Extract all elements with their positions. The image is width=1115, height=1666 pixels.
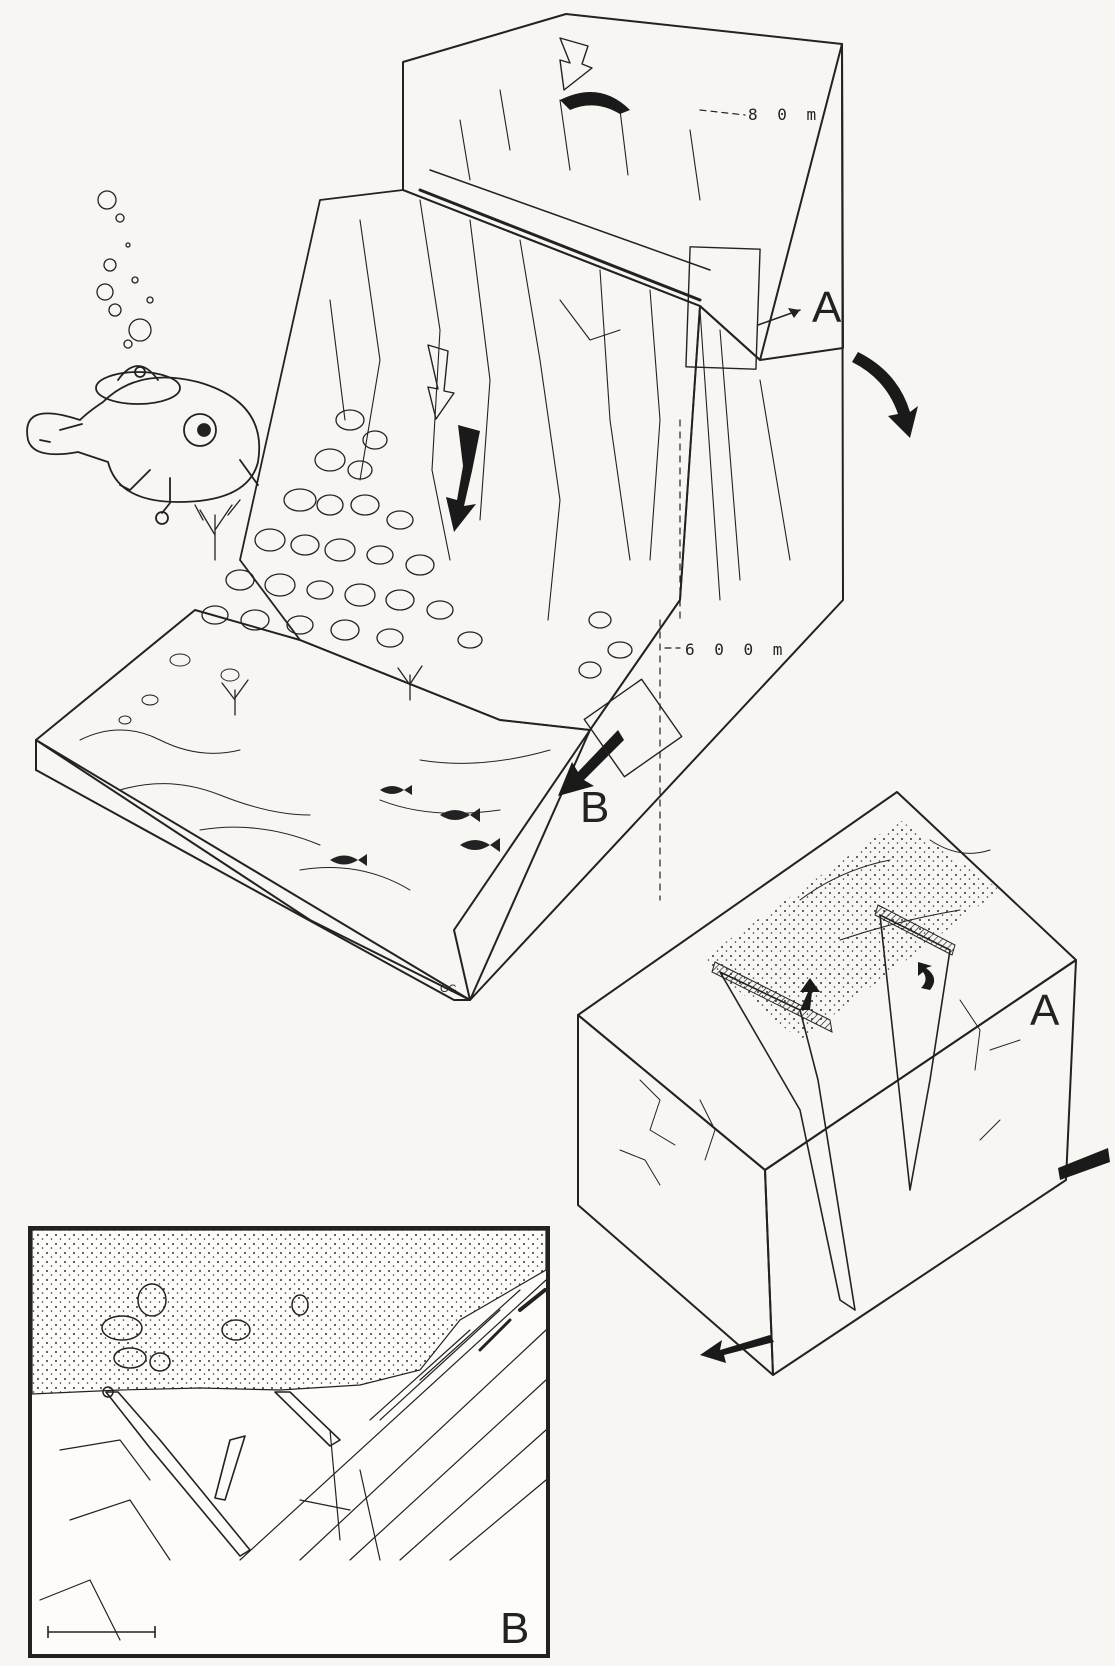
artist-initials: GC bbox=[440, 983, 457, 995]
bubbles-icon bbox=[97, 191, 153, 348]
submersible-icon bbox=[27, 366, 259, 524]
fish-icon bbox=[330, 785, 500, 866]
inset-b-label: B bbox=[500, 1604, 529, 1653]
curved-arrow-icon bbox=[852, 352, 918, 438]
inset-a-label: A bbox=[1030, 986, 1060, 1035]
depth-label-bottom: 6 0 0 m bbox=[685, 640, 787, 659]
seafloor-face bbox=[36, 610, 590, 1000]
talus-boulders bbox=[202, 410, 632, 678]
coral-icon bbox=[195, 500, 422, 715]
block-right-face bbox=[454, 44, 843, 1000]
callout-label-a: A bbox=[812, 283, 842, 332]
seafloor-texture bbox=[80, 654, 550, 890]
hollow-arrow-icon bbox=[428, 38, 592, 419]
plateau-top-face bbox=[403, 14, 843, 360]
cliff-fractures bbox=[330, 90, 790, 620]
inset-b-panel: B bbox=[30, 1228, 548, 1656]
seafloor-front-face bbox=[36, 740, 470, 1000]
inset-a-left-face bbox=[578, 1015, 773, 1375]
inset-a-block: A bbox=[578, 792, 1110, 1375]
callout-label-b: B bbox=[580, 783, 609, 832]
main-block-diagram: 8 0 m 6 0 0 m A B GC bbox=[36, 14, 918, 1000]
depth-label-top: 8 0 m bbox=[748, 105, 821, 124]
flow-arrow-icon bbox=[446, 92, 630, 796]
